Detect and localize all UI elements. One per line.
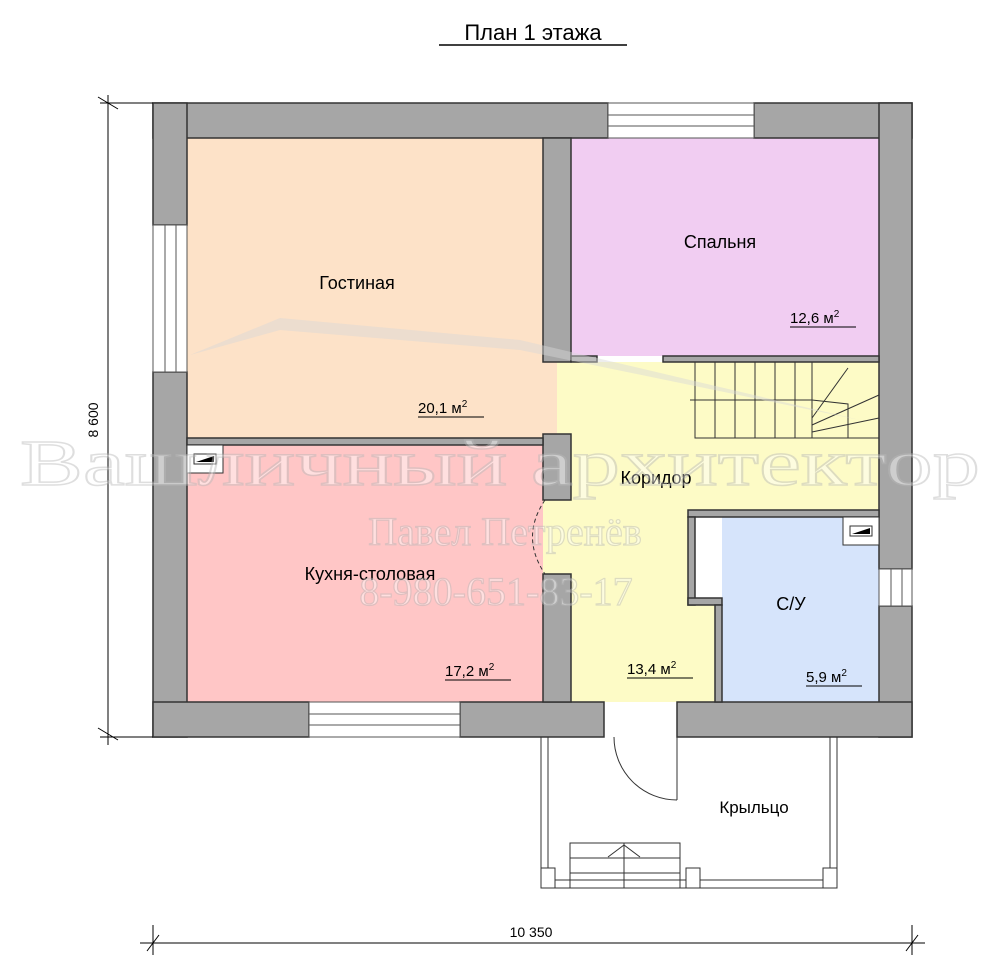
area-living: 20,1 м2 <box>418 399 484 418</box>
room-name-kitchen: Кухня-столовая <box>305 564 436 584</box>
doors <box>532 499 678 801</box>
watermark-line1: Вашличный архитектор <box>20 427 980 500</box>
svg-text:5,9 м2: 5,9 м2 <box>806 668 847 686</box>
room-name-corridor: Коридор <box>620 468 691 488</box>
dimension-lines <box>97 95 925 955</box>
interior-walls <box>186 137 880 703</box>
area-corridor: 13,4 м2 <box>627 660 693 679</box>
porch-outline <box>540 737 838 889</box>
staircase <box>690 361 880 439</box>
watermark-logo-roof <box>190 318 860 420</box>
room-name-bedroom: Спальня <box>684 232 756 252</box>
svg-text:20,1 м2: 20,1 м2 <box>418 399 468 417</box>
watermark-line3: 8-980-651-83-17 <box>359 569 632 614</box>
area-bedroom: 12,6 м2 <box>790 309 856 328</box>
vent-icon <box>842 516 880 546</box>
area-bathroom: 5,9 м2 <box>806 668 862 687</box>
dimension-height: 8 600 <box>85 402 101 437</box>
room-fill-bathroom <box>722 517 879 702</box>
room-fill-living <box>187 138 557 438</box>
exterior-walls <box>152 102 913 738</box>
watermark-line2: Павел Петренёв <box>368 509 641 554</box>
windows <box>152 102 913 738</box>
boiler-icon <box>186 444 224 474</box>
porch-name: Крыльцо <box>719 798 788 817</box>
room-name-living: Гостиная <box>319 273 395 293</box>
svg-text:17,2 м2: 17,2 м2 <box>445 662 495 680</box>
svg-text:13,4 м2: 13,4 м2 <box>627 660 677 678</box>
area-kitchen: 17,2 м2 <box>445 662 511 681</box>
room-fill-bedroom <box>571 138 879 356</box>
dimension-width: 10 350 <box>510 924 553 940</box>
room-fill-corridor <box>543 362 879 702</box>
watermark: Вашличный архитектор Павел Петренёв 8-98… <box>19 318 981 615</box>
room-name-bathroom: С/У <box>776 594 806 614</box>
room-fill-kitchen <box>187 445 543 702</box>
plan-title: План 1 этажа <box>464 20 602 45</box>
svg-text:12,6 м2: 12,6 м2 <box>790 309 840 327</box>
